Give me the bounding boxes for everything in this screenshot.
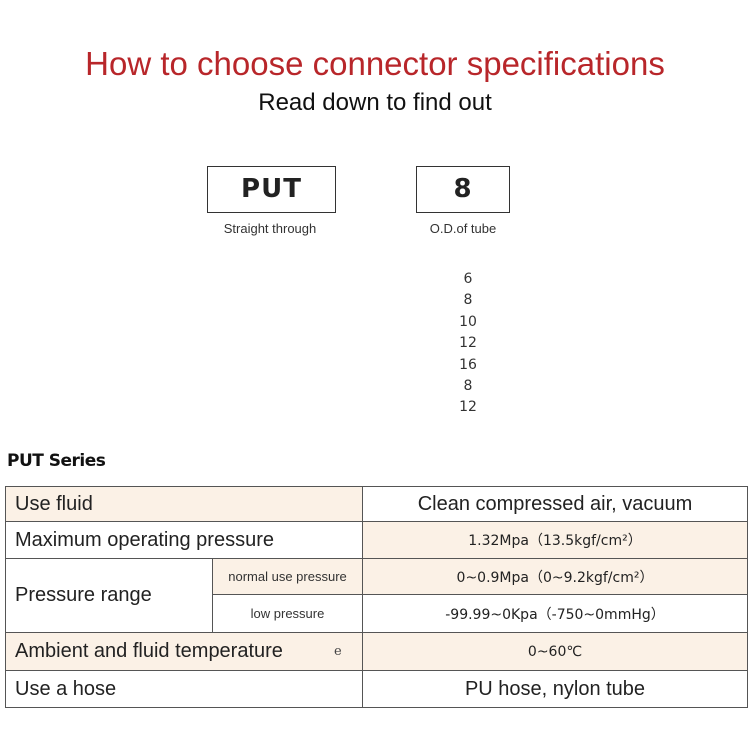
fluid-label: Use fluid [5, 486, 363, 522]
table-row-pressure-normal: Pressure range normal use pressure 0~0.9… [5, 558, 748, 633]
size-code-label: O.D.of tube [429, 221, 497, 236]
table-row-temperature: Ambient and fluid temperature e 0~60℃ [5, 632, 748, 671]
table-row-max-pressure: Maximum operating pressure 1.32Mpa（13.5k… [5, 521, 748, 559]
page-title: How to choose connector specifications [85, 45, 665, 82]
max-pressure-label: Maximum operating pressure [5, 521, 363, 559]
temperature-value: 0~60℃ [362, 632, 748, 671]
low-pressure-value: -99.99~0Kpa（-750~0mmHg） [362, 594, 748, 633]
series-code-label: Straight through [223, 221, 317, 236]
tube-size-item: 8 [463, 292, 473, 309]
series-code-box: PUT [207, 166, 336, 213]
stray-mark: e [334, 644, 342, 659]
tube-size-item: 6 [463, 271, 473, 287]
page-subtitle: Read down to find out [258, 89, 492, 116]
normal-pressure-value: 0~0.9Mpa（0~9.2kgf/cm²） [362, 558, 748, 595]
size-code-box: 8 [416, 166, 510, 213]
tube-size-item: 10 [459, 313, 477, 330]
table-row-hose: Use a hose PU hose, nylon tube [5, 670, 748, 708]
tube-size-item: 8 [463, 377, 473, 394]
spec-section-heading: PUT Series [7, 451, 106, 471]
table-row-pressure-low: low pressure -99.99~0Kpa（-750~0mmHg） [6, 594, 748, 633]
tube-size-item: 12 [459, 335, 477, 352]
spec-table: Use fluid Clean compressed air, vacuum M… [5, 486, 748, 708]
max-pressure-value: 1.32Mpa（13.5kgf/cm²） [362, 521, 748, 559]
fluid-value: Clean compressed air, vacuum [362, 486, 748, 522]
hose-value: PU hose, nylon tube [362, 670, 748, 708]
table-row-fluid: Use fluid Clean compressed air, vacuum [5, 486, 748, 522]
normal-pressure-label: normal use pressure [212, 558, 363, 595]
temperature-label-cell: Ambient and fluid temperature e [5, 632, 363, 671]
low-pressure-label: low pressure [212, 594, 363, 633]
tube-size-list: 6 8 10 12 16 8 12 [438, 269, 498, 419]
hose-label: Use a hose [5, 670, 363, 708]
temperature-label: Ambient and fluid temperature [15, 640, 283, 662]
tube-size-item: 12 [459, 399, 477, 416]
pressure-range-label: Pressure range [5, 558, 213, 633]
tube-size-item: 16 [459, 356, 477, 373]
